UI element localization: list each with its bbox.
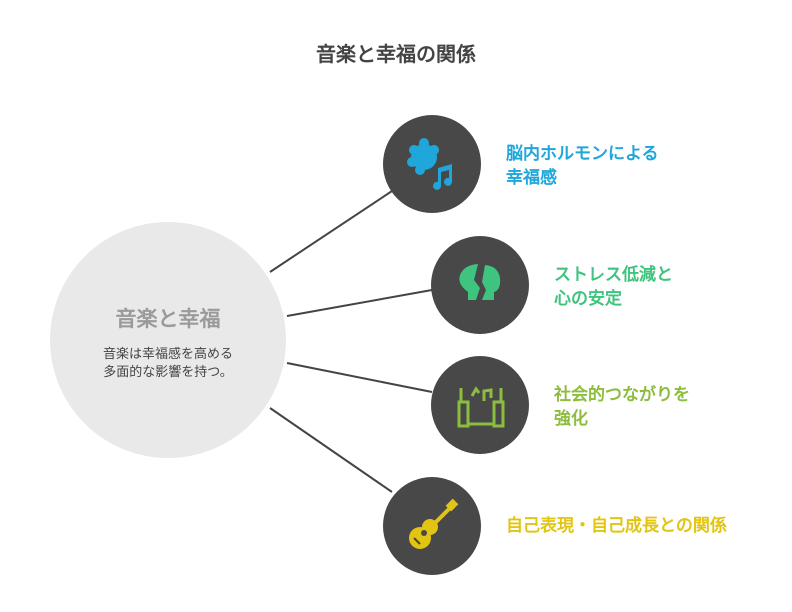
connector-2 bbox=[286, 289, 433, 317]
label-line: ストレス低減と bbox=[554, 265, 673, 285]
node-label-2: ストレス低減と 心の安定 bbox=[554, 263, 673, 311]
connector-1 bbox=[269, 190, 393, 273]
label-line: 脳内ホルモンによる bbox=[506, 144, 659, 164]
node-circle-2 bbox=[431, 236, 529, 334]
brain-music-icon bbox=[407, 138, 452, 190]
label-line: 強化 bbox=[554, 409, 588, 429]
label-line: 社会的つながりを bbox=[554, 385, 690, 405]
center-description-line: 多面的な影響を持つ。 bbox=[103, 365, 233, 380]
center-title: 音楽と幸福 bbox=[115, 307, 221, 331]
connector-4 bbox=[269, 407, 393, 493]
node-label-4: 自己表現・自己成長との関係 bbox=[506, 514, 727, 538]
node-circle-3 bbox=[431, 356, 529, 454]
label-line: 心の安定 bbox=[554, 289, 622, 309]
center-description-line: 音楽は幸福感を高める bbox=[102, 347, 233, 362]
connector-3 bbox=[286, 362, 433, 393]
guitar-icon bbox=[409, 498, 459, 549]
node-label-3: 社会的つながりを 強化 bbox=[554, 383, 690, 431]
diagram-title: 音楽と幸福の関係 bbox=[316, 42, 476, 66]
speakers-music-icon bbox=[457, 386, 505, 428]
center-description: 音楽は幸福感を高める 多面的な影響を持つ。 bbox=[50, 346, 286, 382]
label-line: 自己表現・自己成長との関係 bbox=[506, 516, 727, 536]
node-label-1: 脳内ホルモンによる 幸福感 bbox=[506, 142, 659, 190]
label-line: 幸福感 bbox=[506, 168, 557, 188]
two-heads-icon bbox=[459, 264, 501, 300]
center-circle bbox=[50, 222, 286, 458]
